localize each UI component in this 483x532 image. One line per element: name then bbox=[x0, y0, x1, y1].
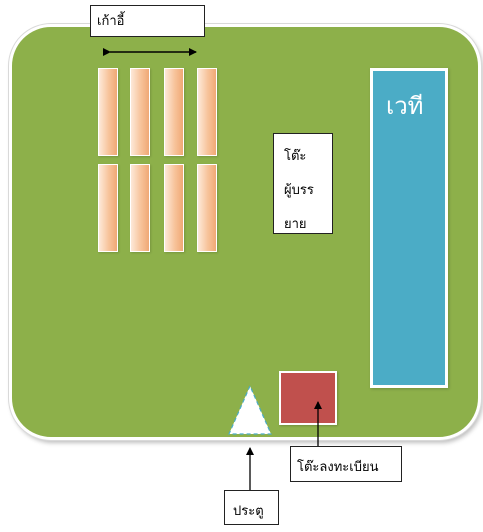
committee-table-label-line-1: โต๊ะ bbox=[284, 149, 307, 164]
registration-table-label: โต๊ะลงทะเบียน bbox=[290, 446, 402, 482]
chair-row-1-col-1 bbox=[98, 68, 118, 156]
chair-row-2-col-4 bbox=[197, 164, 217, 252]
committee-table-label-line-2: ผู้บรร bbox=[284, 183, 314, 198]
chair-row-2-col-3 bbox=[164, 164, 184, 252]
registration-table bbox=[279, 371, 337, 425]
chairs-label: เก้าอี้ bbox=[90, 5, 205, 37]
chair-row-1-col-4 bbox=[197, 68, 217, 156]
stage-label: เวที bbox=[386, 92, 424, 120]
door bbox=[228, 384, 272, 435]
committee-table: โต๊ะ ผู้บรร ยาย bbox=[273, 133, 333, 234]
chair-row-1-col-2 bbox=[130, 68, 150, 156]
chair-row-2-col-2 bbox=[130, 164, 150, 252]
committee-table-label-line-3: ยาย bbox=[284, 217, 307, 232]
chair-row-2-col-1 bbox=[98, 164, 118, 252]
stage bbox=[370, 68, 448, 388]
chair-row-1-col-3 bbox=[164, 68, 184, 156]
door-label: ประตู bbox=[224, 490, 279, 525]
